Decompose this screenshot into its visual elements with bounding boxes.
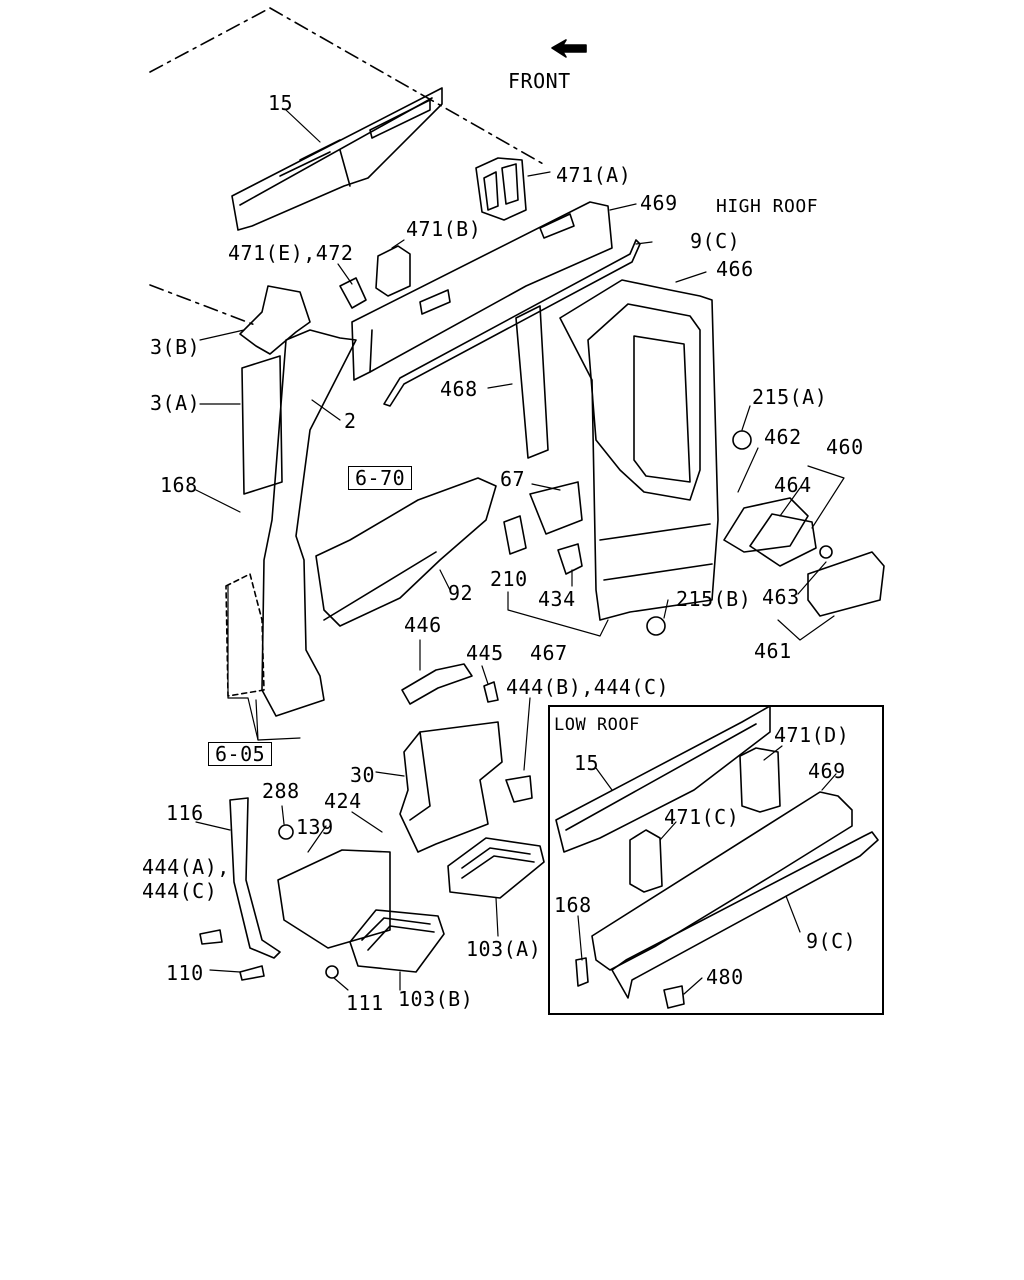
callout-3a: 3(A): [150, 391, 201, 415]
clip-434: [557, 543, 583, 575]
door-frame-466: [559, 279, 719, 621]
bolt-444a-icon: [199, 929, 223, 945]
bolt-444b-icon: [505, 775, 533, 803]
callout-67: 67: [500, 467, 526, 491]
callout-468: 468: [440, 377, 478, 401]
bracket-471b: [375, 245, 411, 297]
callout-2: 2: [344, 409, 357, 433]
callout-434: 434: [538, 587, 576, 611]
clip-215a-icon: [732, 430, 752, 450]
callout-3b: 3(B): [150, 335, 201, 359]
bracket-139: [277, 849, 391, 949]
callout-469: 469: [640, 191, 678, 215]
roof-outline: [149, 7, 546, 326]
callout-116: 116: [166, 801, 204, 825]
hose-446: [401, 663, 473, 705]
callout-463: 463: [762, 585, 800, 609]
garnish-469: [351, 201, 613, 381]
inset-callout-15: 15: [574, 751, 600, 775]
callout-139: 139: [296, 815, 334, 839]
bracket-67: [529, 481, 583, 535]
callout-110: 110: [166, 961, 204, 985]
inset-callout-168: 168: [554, 893, 592, 917]
nut-111-icon: [325, 965, 339, 979]
callout-424: 424: [324, 789, 362, 813]
leader-lines: [195, 109, 845, 991]
callout-215b: 215(B): [676, 587, 752, 611]
callout-471e-472: 471(E),472: [228, 241, 354, 265]
callout-103a: 103(A): [466, 937, 542, 961]
callout-210: 210: [490, 567, 528, 591]
callout-462: 462: [764, 425, 802, 449]
reference-box-6-70[interactable]: 6-70: [348, 466, 413, 490]
low-roof-inset: [548, 705, 884, 1015]
callout-467: 467: [530, 641, 568, 665]
step-tread-103b: [349, 909, 445, 973]
low-roof-label: LOW ROOF: [554, 715, 640, 735]
inset-callout-471c: 471(C): [664, 805, 740, 829]
front-label: FRONT: [508, 69, 571, 93]
side-lamp-460: [723, 497, 885, 617]
nut-288-icon: [278, 824, 294, 840]
inset-callout-471d: 471(D): [774, 723, 850, 747]
callout-15: 15: [268, 91, 294, 115]
inset-line-art: [555, 705, 879, 1009]
callout-9c: 9(C): [690, 229, 741, 253]
callout-444b-444c: 444(B),444(C): [506, 675, 670, 699]
bracket-471e: [339, 277, 367, 309]
step-housing-30: [399, 721, 503, 853]
callout-168: 168: [160, 473, 198, 497]
inset-leader-lines: [577, 745, 837, 995]
callout-92: 92: [448, 581, 474, 605]
callout-464: 464: [774, 473, 812, 497]
bolt-110-icon: [239, 965, 265, 981]
clip-445: [483, 681, 499, 703]
inset-callout-480: 480: [706, 965, 744, 989]
callout-215a: 215(A): [752, 385, 828, 409]
step-tread-103a: [447, 837, 545, 899]
reference-box-6-05[interactable]: 6-05: [208, 742, 273, 766]
callout-466: 466: [716, 257, 754, 281]
callout-111: 111: [346, 991, 384, 1015]
front-arrow-icon: [551, 39, 587, 58]
clip-215b-icon: [646, 616, 666, 636]
inset-callout-9c: 9(C): [806, 929, 857, 953]
callout-446: 446: [404, 613, 442, 637]
pillar-assembly: [225, 285, 357, 717]
bracket-210: [503, 515, 527, 555]
member-92: [315, 477, 497, 627]
callout-444a: 444(A),: [142, 855, 230, 879]
callout-445: 445: [466, 641, 504, 665]
callout-444c: 444(C): [142, 879, 218, 903]
stay-116: [229, 797, 281, 959]
bracket-471a: [475, 157, 527, 221]
callout-461: 461: [754, 639, 792, 663]
callout-30: 30: [350, 763, 376, 787]
roof-rail-15: [231, 87, 443, 231]
callout-288: 288: [262, 779, 300, 803]
strip-9c: [383, 239, 641, 407]
inset-callout-469: 469: [808, 759, 846, 783]
pillar-468: [515, 305, 549, 459]
callout-460: 460: [826, 435, 864, 459]
high-roof-label: HIGH ROOF: [716, 196, 819, 217]
callout-471b: 471(B): [406, 217, 482, 241]
callout-471a: 471(A): [556, 163, 632, 187]
callout-103b: 103(B): [398, 987, 474, 1011]
